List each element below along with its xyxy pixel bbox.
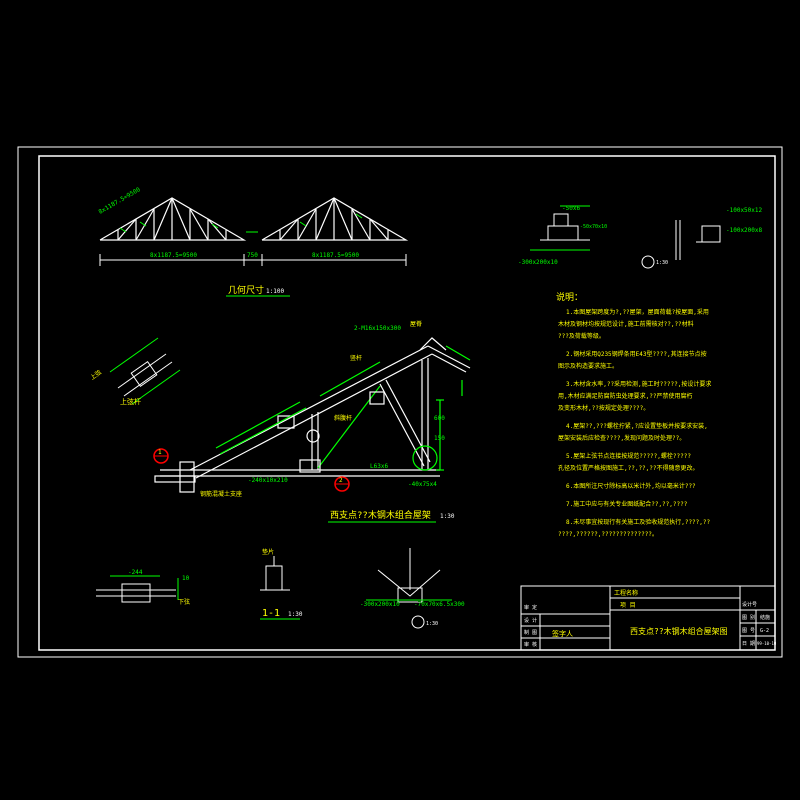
title-item-label: 项 目 [620, 602, 636, 609]
title-row-design: 设 计 [524, 617, 537, 624]
notes-line: 3.木材含水率,??采用检测,施工时?????,按设计要求 [566, 380, 711, 388]
section-1-1-scale: 1:30 [288, 611, 303, 618]
notes-line: 8.未尽事宜按现行有关施工及验收规范执行,????,?? [566, 518, 711, 526]
notes-line: 5.屋架上弦节点连接按规范?????,螺栓????? [566, 452, 691, 460]
notes-line: 孔径及位置严格按图施工,??,??,??不得随意更改。 [558, 464, 699, 472]
notes-line: ????,??????,??????????????。 [558, 531, 658, 538]
top-left-label-1: 上弦 [89, 368, 103, 381]
section-1-1-detail [260, 556, 290, 591]
outer-border [17, 146, 783, 658]
notes-line: ???及荷载等级。 [558, 332, 605, 340]
section-marker-1-label: 1 [158, 449, 162, 456]
truss-dim-line [99, 254, 407, 266]
bottom-left-label-b: 10 [182, 575, 190, 582]
section-1-1-title: 1-1 [262, 608, 280, 619]
notes-line: 屋架安装后应检查????,发现问题及时处理??。 [558, 434, 685, 442]
title-right-label-2: 图 号 [742, 628, 755, 634]
bottom-center-label: -300x200x10 [360, 601, 400, 608]
title-right-value-2: G-2 [760, 628, 769, 634]
bottom-center-scale: 1:30 [426, 621, 438, 627]
label-dim-a: 600 [434, 415, 445, 422]
title-row-draw: 制 图 [524, 629, 537, 636]
section-marker-2-label: 2 [339, 477, 343, 484]
top-left-label-2: 上弦杆 [120, 397, 141, 406]
label-plate2: -40x75x4 [408, 481, 437, 488]
notes-line: 6.本图所注尺寸除标高以米计外,均以毫米计??? [566, 482, 696, 490]
notes-line: 用,木材应满足防腐防虫处理要求,??严禁使用腐朽 [558, 392, 692, 400]
title-project-label: 工程名称 [614, 589, 638, 597]
label-support-note: 钢筋混凝土支座 [200, 490, 242, 498]
bottom-left-note: 下弦 [178, 598, 190, 606]
designer-mark: 签字人 [552, 629, 573, 638]
title-right-label-0: 设计号 [742, 601, 757, 608]
truss-elevation-green-marks [119, 213, 363, 233]
notes-lines: 1.本图屋架跨度为?,??屋架，屋面荷载?按屋面,采用 木材及钢材均按规范设计,… [558, 308, 711, 538]
label-web-right: 竖杆 [350, 354, 362, 362]
notes-line: 1.本图屋架跨度为?,??屋架，屋面荷载?按屋面,采用 [566, 308, 709, 316]
elevation-title: 几何尺寸 [228, 284, 264, 296]
notes-line: 4.屋架??,???螺栓拧紧,?应设置垫板并按要求安装, [566, 422, 708, 430]
detail-b-label-side: -100x200x8 [726, 227, 763, 234]
detail-b-scale: 1:30 [656, 260, 668, 266]
label-bottom-chord: L63x6 [370, 463, 388, 470]
label-web-left: 斜腹杆 [334, 414, 352, 422]
notes-line: 及变形木材,??按规定处理????。 [558, 404, 649, 412]
label-ridge: 屋脊 [410, 320, 422, 328]
title-right-value-1: 结施 [760, 614, 770, 621]
main-detail-title: 西支点??木钢木组合屋架 [330, 509, 431, 521]
title-right-label-1: 图 别 [742, 614, 755, 621]
title-block [520, 585, 776, 651]
label-top-bolt: 2-M16x150x300 [354, 325, 401, 332]
label-plate: -240x10x210 [248, 477, 288, 484]
bottom-center-label2: -70x70x6.5x300 [414, 601, 465, 608]
section-1-1-note: 垫片 [262, 548, 274, 556]
top-left-inset [109, 337, 181, 405]
notes-heading: 说明： [556, 291, 583, 303]
detail-a-label-side: -50x70x10 [580, 224, 607, 230]
notes-line: 2.钢材采用Q235钢焊条用E43型????,其连接节点按 [566, 350, 707, 358]
drawing-title: 西支点??木钢木组合屋架图 [630, 626, 728, 636]
span-right-label: 8x1187.5=9500 [312, 252, 359, 259]
detail-a [530, 205, 590, 251]
detail-a-label-bottom: -300x200x10 [518, 259, 558, 266]
bottom-left-label-a: -244 [128, 569, 143, 576]
detail-b-label-top: -100x50x12 [726, 207, 763, 214]
main-detail-scale: 1:30 [440, 513, 455, 520]
elevation-scale: 1:100 [266, 288, 284, 295]
detail-a-label-top: -50x6 [562, 205, 580, 212]
title-right-value-3: 99-10-10 [757, 641, 777, 646]
title-right-label-3: 日 期 [742, 641, 755, 647]
detail-b [641, 220, 721, 269]
bottom-center-detail [366, 548, 452, 629]
main-detail [154, 337, 471, 493]
label-dim-b: 150 [434, 435, 445, 442]
top-chord-label: 8x1187.5=9500 [98, 186, 143, 216]
title-row-check: 审 核 [524, 641, 537, 648]
notes-line: 7.施工中应与有关专业图纸配合??,??,???? [566, 500, 688, 508]
bottom-left-detail [96, 575, 179, 603]
inner-border [38, 155, 776, 651]
notes-line: 图示及构造要求施工。 [558, 362, 618, 370]
gap-label: 750 [247, 252, 258, 259]
notes-line: 木材及钢材均按规范设计,施工前需核对??,??材料 [558, 320, 694, 328]
span-left-label: 8x1187.5=9500 [150, 252, 197, 259]
title-row-approve: 审 定 [524, 604, 537, 611]
truss-elevation [99, 197, 409, 241]
